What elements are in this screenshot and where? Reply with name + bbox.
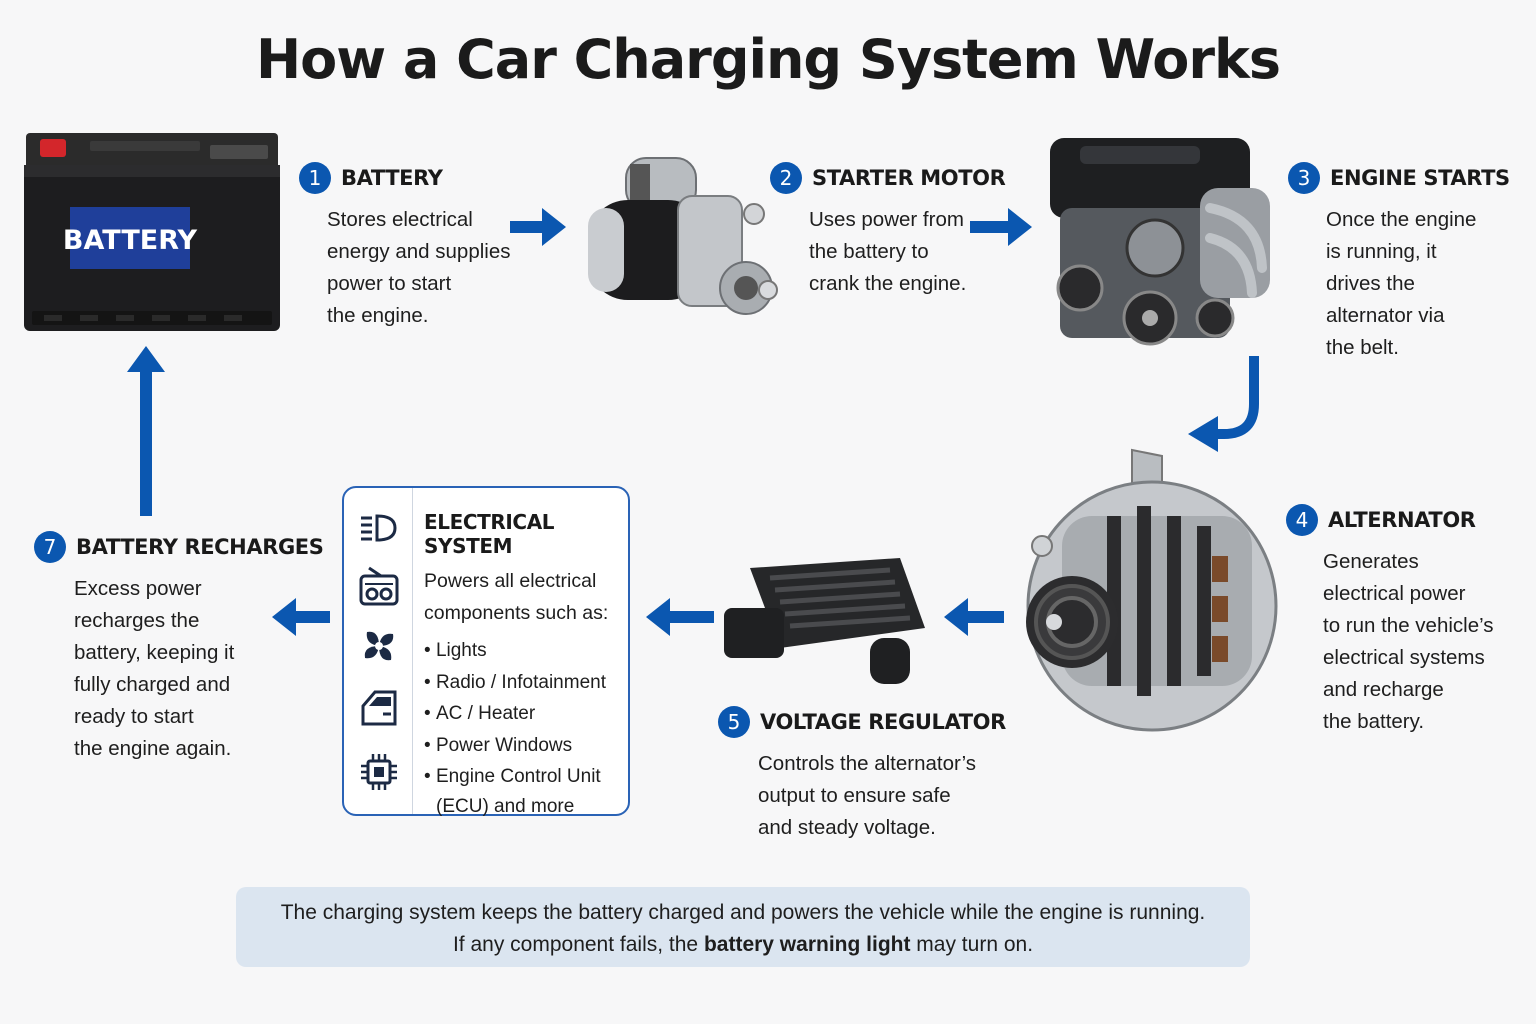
step-number-badge: 3 xyxy=(1288,162,1320,194)
voltage-regulator-image xyxy=(720,548,930,688)
step-title: BATTERY xyxy=(341,166,443,190)
list-item: Engine Control Unit xyxy=(424,761,628,793)
step-number-badge: 1 xyxy=(299,162,331,194)
battery-label: BATTERY xyxy=(63,225,198,256)
arrow-up-icon xyxy=(123,344,169,516)
fan-icon xyxy=(359,626,399,666)
radio-icon xyxy=(359,566,399,608)
step-voltage-regulator: 5 VOLTAGE REGULATOR Controls the alterna… xyxy=(718,706,1006,844)
battery-warning-light-text: battery warning light xyxy=(703,933,911,956)
starter-motor-image xyxy=(578,150,783,335)
arrow-left-icon xyxy=(942,594,1004,640)
step-title: ENGINE STARTS xyxy=(1330,166,1510,190)
footer-line-1: The charging system keeps the battery ch… xyxy=(280,901,1206,924)
arrow-right-icon xyxy=(970,204,1034,250)
step-number-badge: 2 xyxy=(770,162,802,194)
step-title: STARTER MOTOR xyxy=(812,166,1006,190)
battery-image: BATTERY xyxy=(20,125,282,340)
step-number-badge: 5 xyxy=(718,706,750,738)
chip-icon xyxy=(359,752,399,792)
car-door-icon xyxy=(359,688,399,728)
step-number-badge: 4 xyxy=(1286,504,1318,536)
alternator-image xyxy=(1012,446,1278,746)
electrical-components-list: Lights Radio / Infotainment AC / Heater … xyxy=(424,635,628,793)
step-title: BATTERY RECHARGES xyxy=(76,535,324,559)
electrical-icons-column xyxy=(344,488,413,814)
arrow-right-icon xyxy=(510,204,568,250)
step-number-badge: 7 xyxy=(34,531,66,563)
list-item: AC / Heater xyxy=(424,698,628,730)
footer-line-2: If any component fails, the battery warn… xyxy=(452,933,1034,956)
list-item: Power Windows xyxy=(424,730,628,762)
list-item: Radio / Infotainment xyxy=(424,667,628,699)
electrical-system-title: ELECTRICAL SYSTEM xyxy=(424,510,555,558)
page-title: How a Car Charging System Works xyxy=(255,28,1281,91)
engine-image xyxy=(1040,128,1280,360)
arrow-left-icon xyxy=(644,594,714,640)
step-title: VOLTAGE REGULATOR xyxy=(760,710,1006,734)
list-item: Lights xyxy=(424,635,628,667)
list-item-continuation: (ECU) and more xyxy=(436,795,575,817)
step-title: ALTERNATOR xyxy=(1328,508,1476,532)
footer-note: The charging system keeps the battery ch… xyxy=(236,887,1250,967)
arrow-curved-down-icon xyxy=(1184,354,1268,460)
headlight-icon xyxy=(359,510,399,546)
arrow-left-icon xyxy=(270,594,330,640)
